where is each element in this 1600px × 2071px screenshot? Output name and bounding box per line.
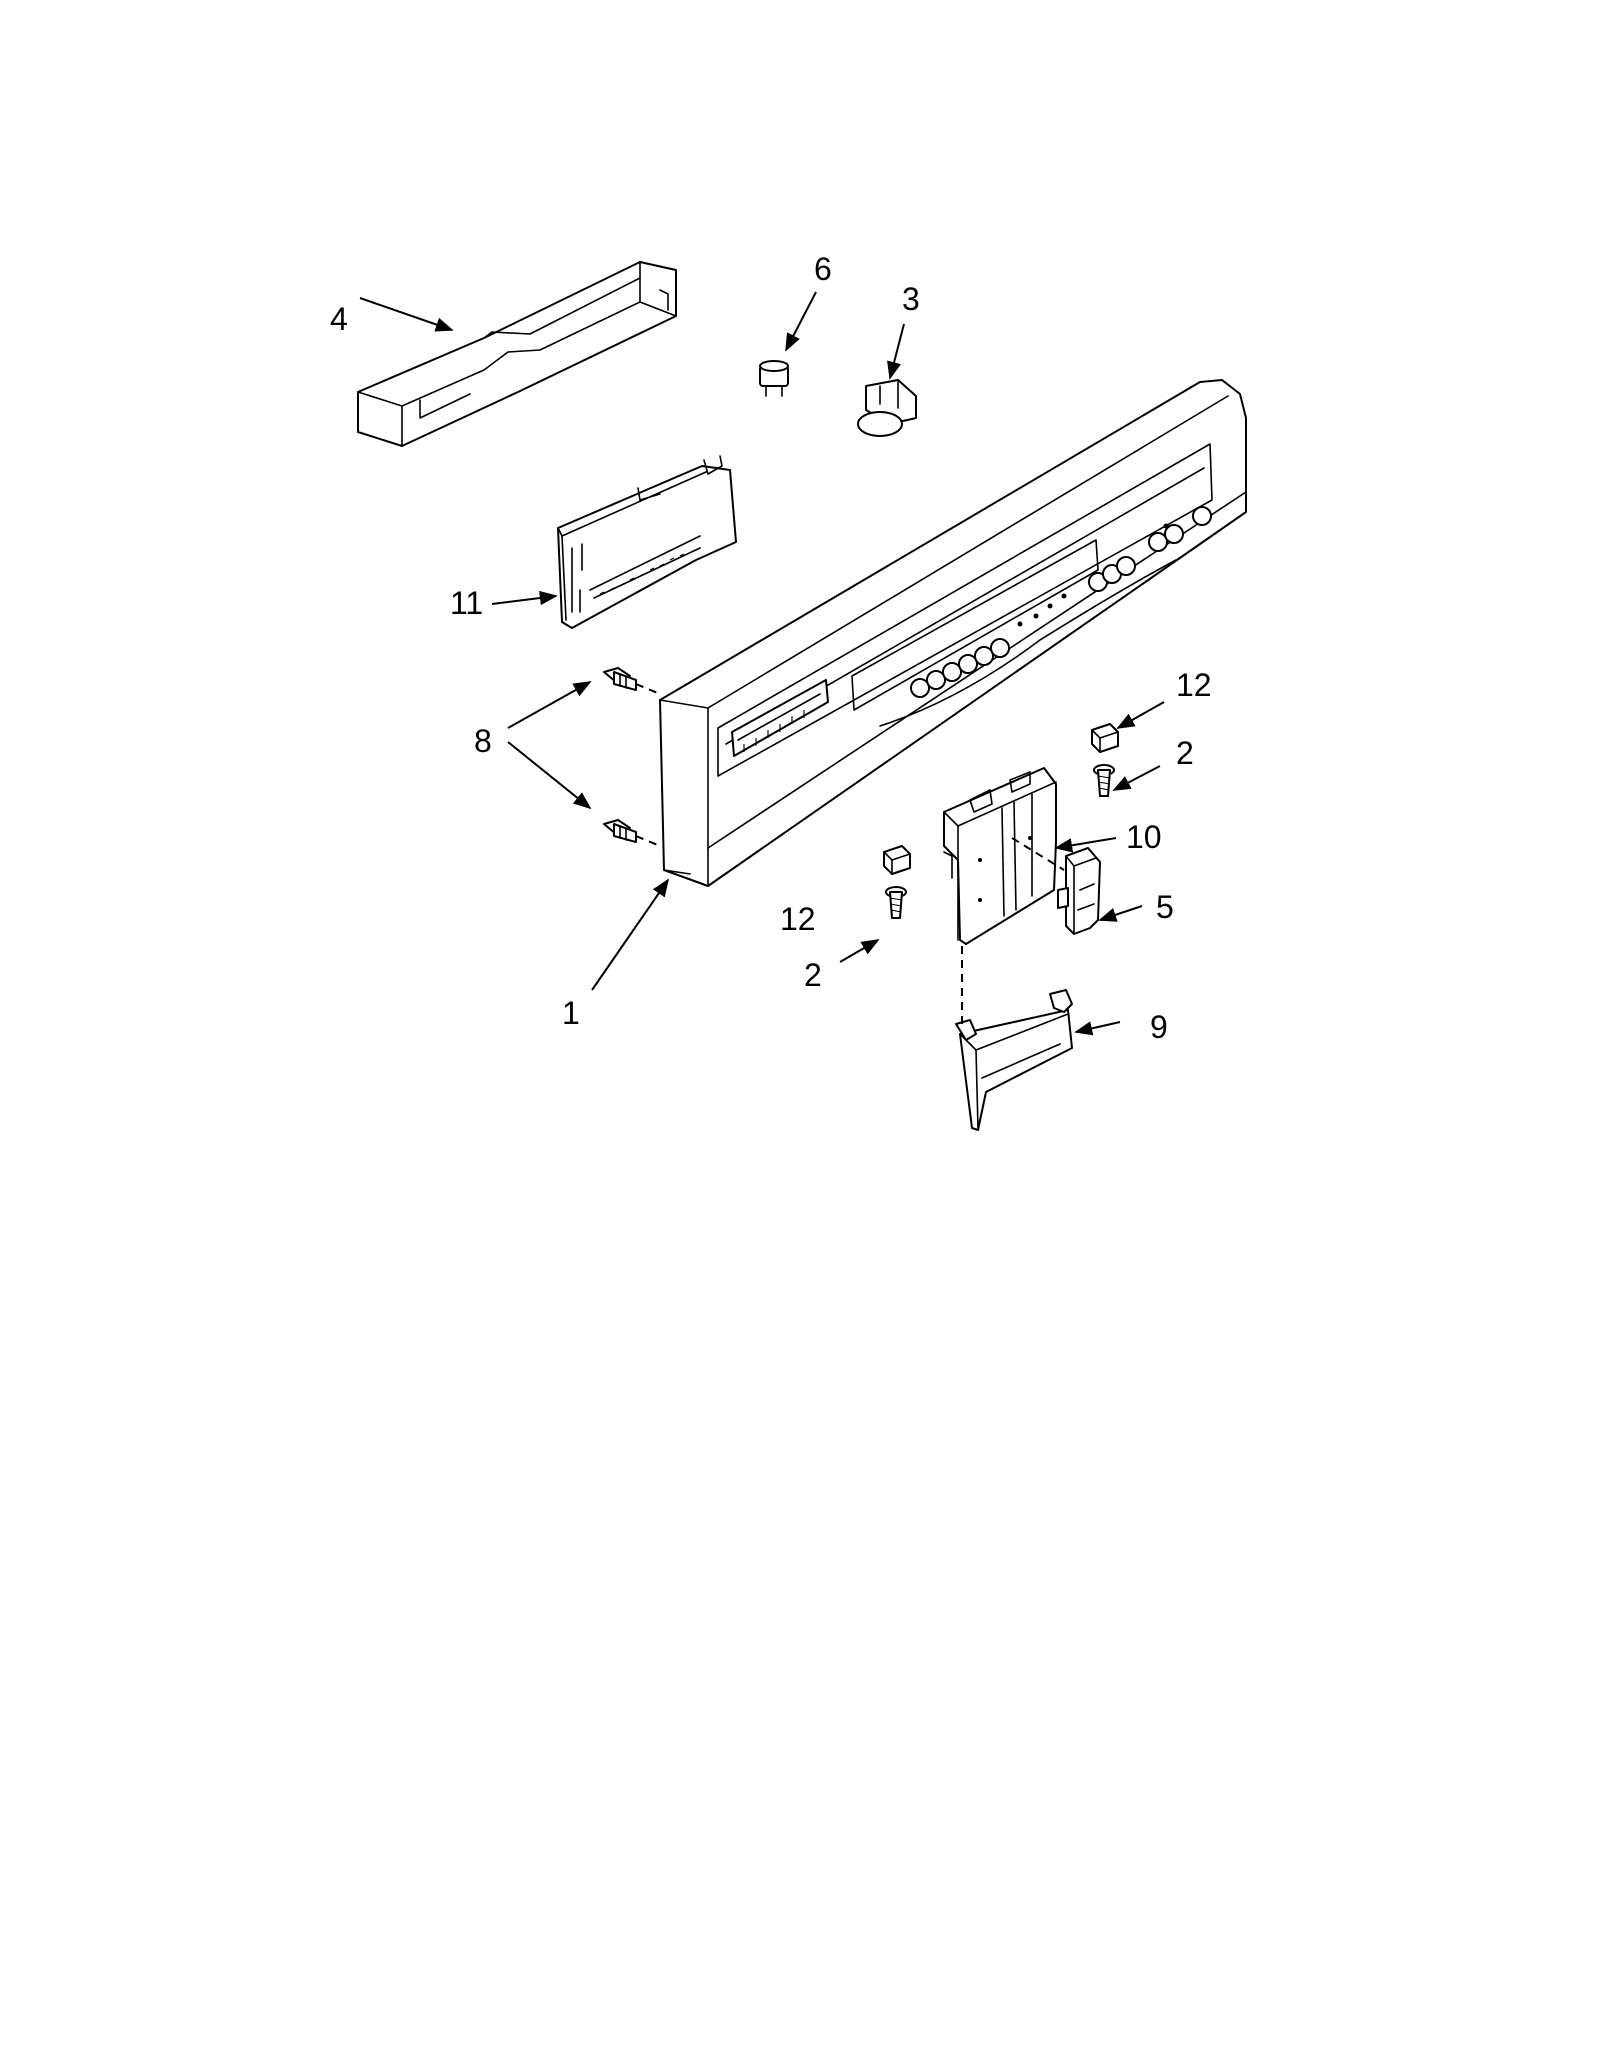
- part-12-latch-upper: [1091, 723, 1119, 753]
- leader-lines: [359, 291, 1165, 1036]
- callout-4: 4: [330, 301, 348, 337]
- part-2-screw-lower: [885, 886, 907, 919]
- callout-12-upper: 12: [1176, 667, 1212, 703]
- part-6-cap: [759, 360, 789, 397]
- callout-2-upper: 2: [1176, 735, 1194, 771]
- part-11-control-board: [557, 455, 737, 629]
- part-1-control-panel: [659, 379, 1247, 887]
- part-2-screw-upper: [1093, 764, 1115, 797]
- part-12-latch-lower: [883, 845, 911, 875]
- callout-8: 8: [474, 723, 492, 759]
- part-4-top-cover: [357, 261, 677, 447]
- part-5-side-clip: [1057, 847, 1101, 935]
- callout-5: 5: [1156, 889, 1174, 925]
- callout-11: 11: [450, 585, 483, 621]
- indicator-dots: [1017, 523, 1169, 627]
- callout-10: 10: [1126, 819, 1162, 855]
- callout-3: 3: [902, 281, 920, 317]
- alignment-lines: [635, 683, 1065, 1024]
- part-9-lower-bracket: [955, 989, 1073, 1131]
- control-buttons-left: [910, 638, 1010, 698]
- part-8-screw-upper: [603, 667, 637, 691]
- callout-12-lower: 12: [780, 901, 816, 937]
- part-3-clip: [857, 379, 917, 437]
- part-8-screw-lower: [603, 819, 637, 843]
- callout-1: 1: [562, 995, 580, 1031]
- control-buttons-right: [1088, 506, 1212, 592]
- callout-6: 6: [814, 251, 832, 287]
- part-10-bracket: [943, 767, 1057, 945]
- callout-9: 9: [1150, 1009, 1168, 1045]
- callout-labels: 4 6 3 11 8 1 12 2 10 5 12 2 9: [330, 251, 1212, 1045]
- callout-2-lower: 2: [804, 957, 822, 993]
